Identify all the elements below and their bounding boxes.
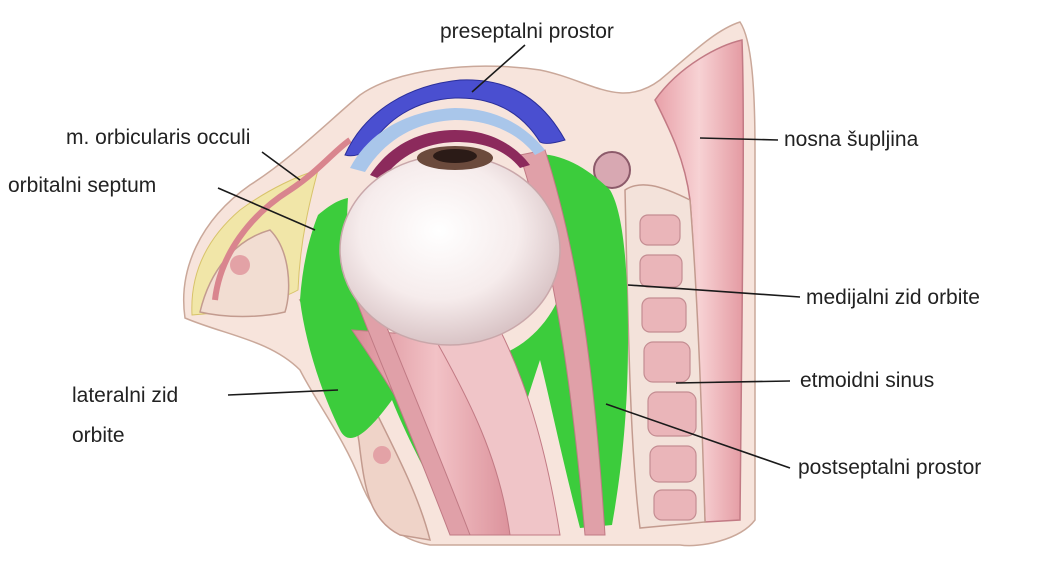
label-orbicularis-muscle: m. orbicularis occuli	[66, 126, 250, 150]
label-lateral-wall-line2: orbite	[72, 424, 125, 448]
lateral-wall-marrow-2	[373, 446, 391, 464]
label-preseptal-space: preseptalni prostor	[440, 20, 614, 44]
lateral-bone-marrow	[230, 255, 250, 275]
eyeball	[340, 155, 560, 345]
pupil	[433, 149, 477, 163]
label-orbital-septum: orbitalni septum	[8, 174, 156, 198]
label-nasal-cavity: nosna šupljina	[784, 128, 918, 152]
label-postseptal-space: postseptalni prostor	[798, 456, 981, 480]
label-ethmoid-sinus: etmoidni sinus	[800, 369, 934, 393]
label-medial-wall: medijalni zid orbite	[806, 286, 980, 310]
label-lateral-wall-line1: lateralni zid	[72, 384, 178, 408]
